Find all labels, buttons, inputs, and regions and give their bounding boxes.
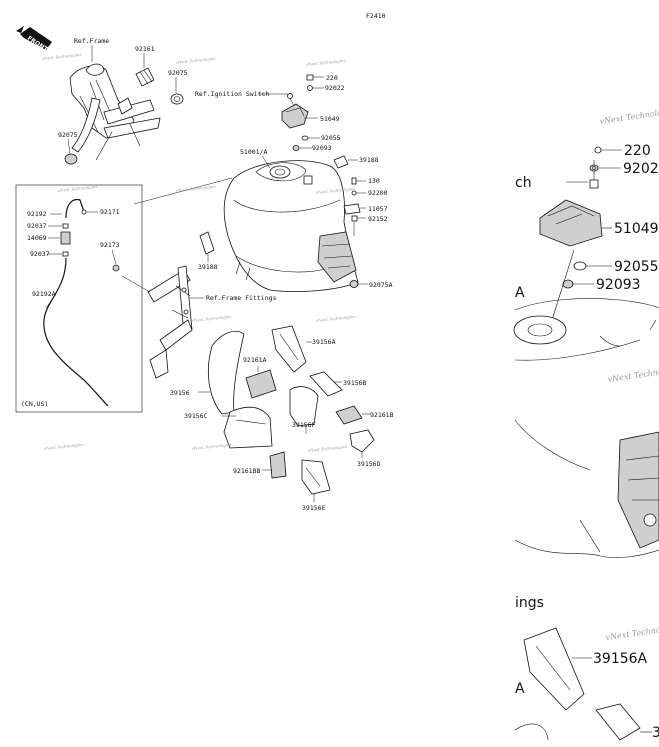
watermark: vNext Technologies xyxy=(308,444,348,453)
watermark: vNext Technologies xyxy=(607,364,659,384)
zoom-fragment-a1: A xyxy=(515,285,525,301)
zoom-fragment-ings: ings xyxy=(515,595,544,611)
label-39188-bottom: 39188 xyxy=(198,263,218,271)
zoom-inset xyxy=(513,146,659,741)
zoom-fragment-a2: A xyxy=(515,681,525,697)
label-51001: 51001/A xyxy=(240,148,267,156)
watermark: vNext Technologies xyxy=(316,186,356,195)
label-92075-top: 92075 xyxy=(168,69,188,77)
watermark: vNext Technologies xyxy=(58,184,98,193)
label-39156a: 39156A xyxy=(312,338,336,346)
watermark: vNext Technologies xyxy=(306,58,346,67)
hose-group xyxy=(43,198,109,407)
label-ref-frame-fittings: Ref.Frame Fittings xyxy=(206,294,277,302)
label-92075-left: 92075 xyxy=(58,131,78,139)
part-92161b-pad xyxy=(335,405,370,425)
label-92171: 92171 xyxy=(100,208,120,216)
part-92075a-grommet xyxy=(349,280,368,288)
label-39156b: 39156B xyxy=(343,379,367,387)
zoom-fragment-ch: ch xyxy=(515,175,532,191)
part-92075-grommet-top xyxy=(170,93,184,105)
label-39156e: 39156E xyxy=(302,504,326,512)
part-92022-washer xyxy=(307,85,324,91)
label-ref-ignition: Ref.Ignition Switch xyxy=(195,90,269,98)
zoom-fragment-3: 3 xyxy=(652,725,659,741)
label-92037-a: 92037 xyxy=(27,222,47,230)
part-130-bolt xyxy=(351,177,366,185)
label-39156: 39156 xyxy=(170,389,190,397)
watermark: vNext Technologies xyxy=(605,622,659,642)
label-39156d: 39156D xyxy=(357,460,381,468)
watermark: vNext Technologies xyxy=(176,184,216,193)
watermark: vNext Technologies xyxy=(599,106,659,126)
label-39188-top: 39188 xyxy=(359,156,379,164)
part-92161bb-pad xyxy=(262,451,287,479)
label-92093: 92093 xyxy=(312,144,332,152)
zoom-label-92022: 92022 xyxy=(623,161,659,177)
watermark: vNext Technologies xyxy=(192,442,232,451)
zoom-label-39156a: 39156A xyxy=(593,651,648,667)
diagram-code: F2410 xyxy=(366,12,386,20)
label-ref-frame: Ref.Frame xyxy=(74,37,109,45)
part-39156c-cover xyxy=(222,406,273,449)
label-92152: 92152 xyxy=(368,215,388,223)
front-arrow: FRONT xyxy=(16,26,52,54)
label-92161a: 92161A xyxy=(243,356,267,364)
part-92055-oring xyxy=(301,135,320,141)
label-92161b: 92161B xyxy=(370,411,394,419)
label-11057: 11057 xyxy=(368,205,388,213)
zoom-label-51049: 51049 xyxy=(614,221,659,237)
part-39156b-cover xyxy=(309,371,343,397)
label-92161bb: 92161BB xyxy=(233,467,260,475)
watermark: vNext Technologies xyxy=(44,442,84,451)
part-220-bolt xyxy=(306,74,324,81)
part-92200-washer xyxy=(351,190,366,196)
part-39156f-cover xyxy=(289,386,319,434)
label-14069: 14069 xyxy=(27,234,47,242)
label-130: 130 xyxy=(368,177,380,185)
part-92152-collar xyxy=(351,215,366,222)
fuel-tank xyxy=(223,160,359,292)
part-39156-cover xyxy=(198,330,245,415)
label-220: 220 xyxy=(326,74,338,82)
frame-fittings xyxy=(111,249,204,379)
part-92093-gasket xyxy=(292,145,312,151)
watermark: vNext Technologies xyxy=(192,314,232,323)
label-92022: 92022 xyxy=(325,84,345,92)
label-92161-top: 92161 xyxy=(135,45,155,53)
zoom-label-92055: 92055 xyxy=(614,259,659,275)
label-92037-b: 92037 xyxy=(30,250,50,258)
part-92161a-pad xyxy=(245,366,277,399)
hose-group-box xyxy=(15,184,143,413)
part-39156e-cover xyxy=(301,459,331,502)
label-39156c: 39156C xyxy=(184,412,208,420)
part-39156a-cover xyxy=(271,325,312,373)
part-11057-bracket xyxy=(343,203,366,215)
zoom-label-220: 220 xyxy=(624,143,651,159)
part-51049-cap xyxy=(281,103,318,129)
label-92200: 92200 xyxy=(368,189,388,197)
label-92192a: 92192A xyxy=(32,290,56,298)
zoom-label-92093: 92093 xyxy=(596,277,641,293)
watermark: vNext Technologies xyxy=(316,314,356,323)
label-51049: 51049 xyxy=(320,115,340,123)
part-39156d-cover xyxy=(349,429,375,458)
part-39188-top xyxy=(333,155,358,169)
watermark: vNext Technologies xyxy=(42,52,82,61)
label-cn-us: (CN,US) xyxy=(21,400,48,408)
part-39188-bottom xyxy=(199,231,215,262)
label-92055: 92055 xyxy=(321,134,341,142)
label-39156f: 39156F xyxy=(292,421,316,429)
label-92075a: 92075A xyxy=(369,281,393,289)
label-92192: 92192 xyxy=(27,210,47,218)
frame-assembly xyxy=(69,63,161,161)
label-92173: 92173 xyxy=(100,241,120,249)
part-92161-pad xyxy=(135,67,155,87)
watermark: vNext Technologies xyxy=(176,56,216,65)
part-92075-grommet-left xyxy=(64,153,78,165)
